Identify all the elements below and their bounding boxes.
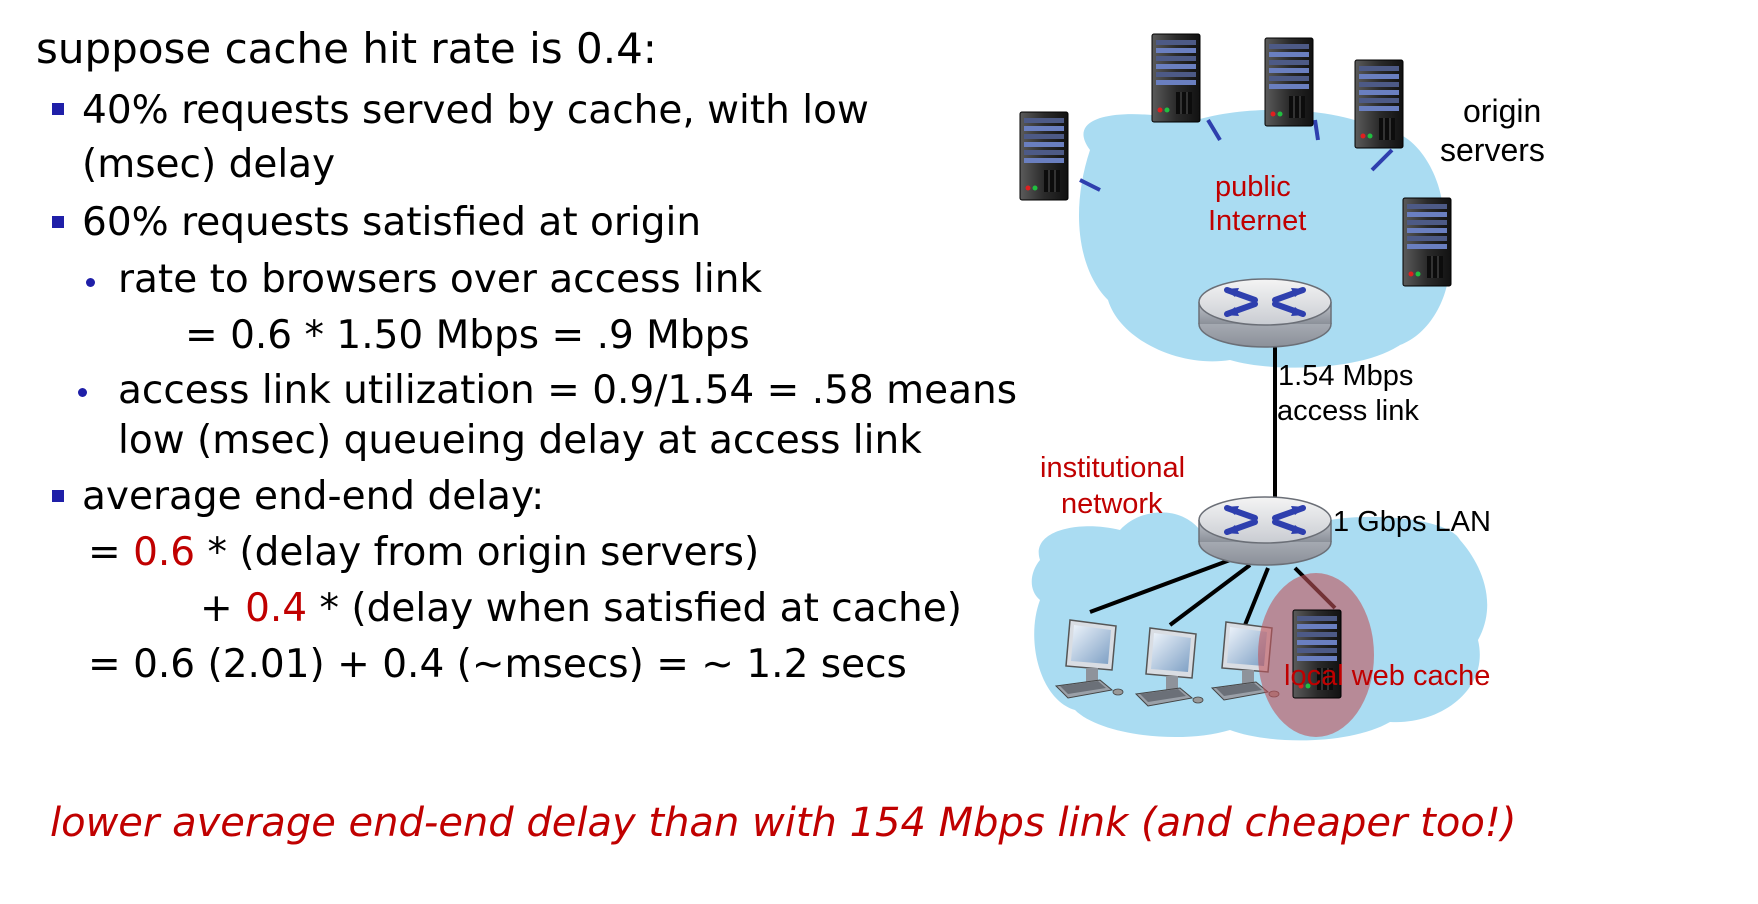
bullet-square [52,216,64,228]
sub-bullet-utilization-line1: access link utilization = 0.9/1.54 = .58… [118,368,1018,413]
equation-line-2: + 0.4 * (delay when satisfied at cache) [200,586,962,631]
slide-heading: suppose cache hit rate is 0.4: [36,24,657,73]
equation-line-1: = 0.6 * (delay from origin servers) [88,530,760,575]
access-link-label: access link [1277,395,1419,427]
institutional-network-label-1: institutional [1040,452,1186,484]
access-link-rate-label: 1.54 Mbps [1278,360,1414,392]
conclusion-text: lower average end-end delay than with 15… [50,800,1517,846]
equation-line-3: = 0.6 (2.01) + 0.4 (~msecs) = ~ 1.2 secs [88,642,907,687]
sub-bullet-rate: rate to browsers over access link [118,257,763,302]
lan-speed-label: 1 Gbps LAN [1333,506,1491,538]
bullet-cache-served-line2: (msec) delay [82,142,336,187]
bullet-origin-satisfied: 60% requests satisfied at origin [82,200,702,245]
public-internet-label-2: Internet [1208,205,1307,237]
bullet-average-delay: average end-end delay: [82,474,545,519]
institutional-router-icon [1199,497,1331,565]
origin-server-icon [1019,111,1069,201]
public-internet-label-1: public [1215,171,1291,203]
bullet-cache-served-line1: 40% requests served by cache, with low [82,88,869,133]
origin-servers-label-2: servers [1440,132,1545,168]
public-internet-cloud [1078,109,1450,368]
sub-bullet-utilization-line2: low (msec) queueing delay at access link [118,418,922,463]
bullet-square [52,103,64,115]
bullet-dot [78,388,87,397]
institutional-network-label-2: network [1061,488,1163,520]
origin-server-icon [1354,59,1404,149]
internet-router-icon [1199,279,1331,347]
origin-server-icon [1264,37,1314,127]
equation-coef-miss: 0.6 [133,530,196,575]
origin-server-icon [1151,33,1201,123]
bullet-dot [86,278,95,287]
origin-server-icon [1402,197,1452,287]
sub-bullet-rate-equation: = 0.6 * 1.50 Mbps = .9 Mbps [185,313,750,358]
origin-servers-label-1: origin [1463,93,1542,129]
bullet-square [52,490,64,502]
equation-coef-hit: 0.4 [245,586,308,631]
local-web-cache-label: local web cache [1284,660,1491,692]
